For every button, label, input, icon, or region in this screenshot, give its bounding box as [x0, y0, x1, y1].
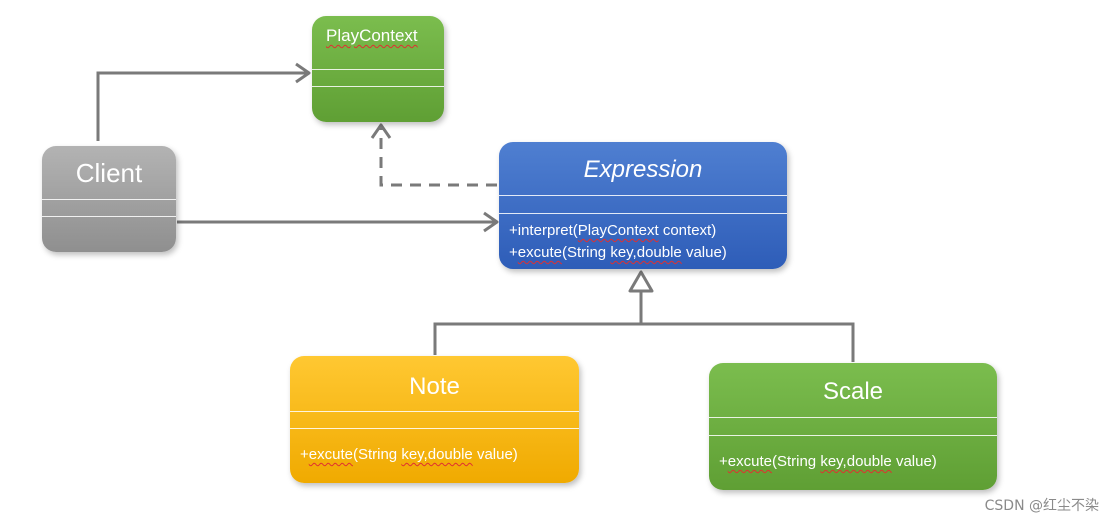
method-divider	[709, 435, 997, 436]
expression-class-name: Expression	[583, 156, 703, 183]
attribute-divider	[312, 69, 444, 70]
excute-method: +excute(String key,double value)	[300, 446, 518, 463]
method-divider	[290, 428, 579, 429]
note-generalization-line	[433, 322, 855, 362]
expression-to-playcontext-arrowhead	[370, 123, 392, 139]
generalization-triangle-icon	[628, 270, 654, 293]
note-class-name: Note	[409, 373, 460, 400]
client-to-playcontext-association	[96, 71, 308, 141]
playcontext-class: PlayContext	[312, 16, 444, 122]
method-divider	[499, 213, 787, 214]
scale-class: Scale +excute(String key,double value)	[709, 363, 997, 490]
watermark: CSDN @红尘不染	[984, 498, 1099, 514]
expression-to-playcontext-dependency	[379, 128, 497, 187]
client-class: Client	[42, 146, 176, 252]
expression-abstract-class: Expression +interpret(PlayContext contex…	[499, 142, 787, 269]
excute-method: +excute(String key,double value)	[509, 244, 727, 261]
client-to-playcontext-arrowhead	[295, 62, 311, 84]
attribute-divider	[499, 195, 787, 196]
method-divider	[312, 86, 444, 87]
client-class-name: Client	[75, 158, 143, 188]
interpret-method: +interpret(PlayContext context)	[509, 222, 717, 239]
note-class: Note +excute(String key,double value)	[290, 356, 579, 483]
client-to-expression-arrowhead	[483, 211, 499, 233]
attribute-divider	[42, 199, 176, 200]
attribute-divider	[709, 417, 997, 418]
playcontext-class-name: PlayContext	[326, 26, 418, 45]
method-divider	[42, 216, 176, 217]
excute-method: +excute(String key,double value)	[719, 453, 937, 470]
scale-class-name: Scale	[822, 378, 884, 405]
attribute-divider	[290, 411, 579, 412]
